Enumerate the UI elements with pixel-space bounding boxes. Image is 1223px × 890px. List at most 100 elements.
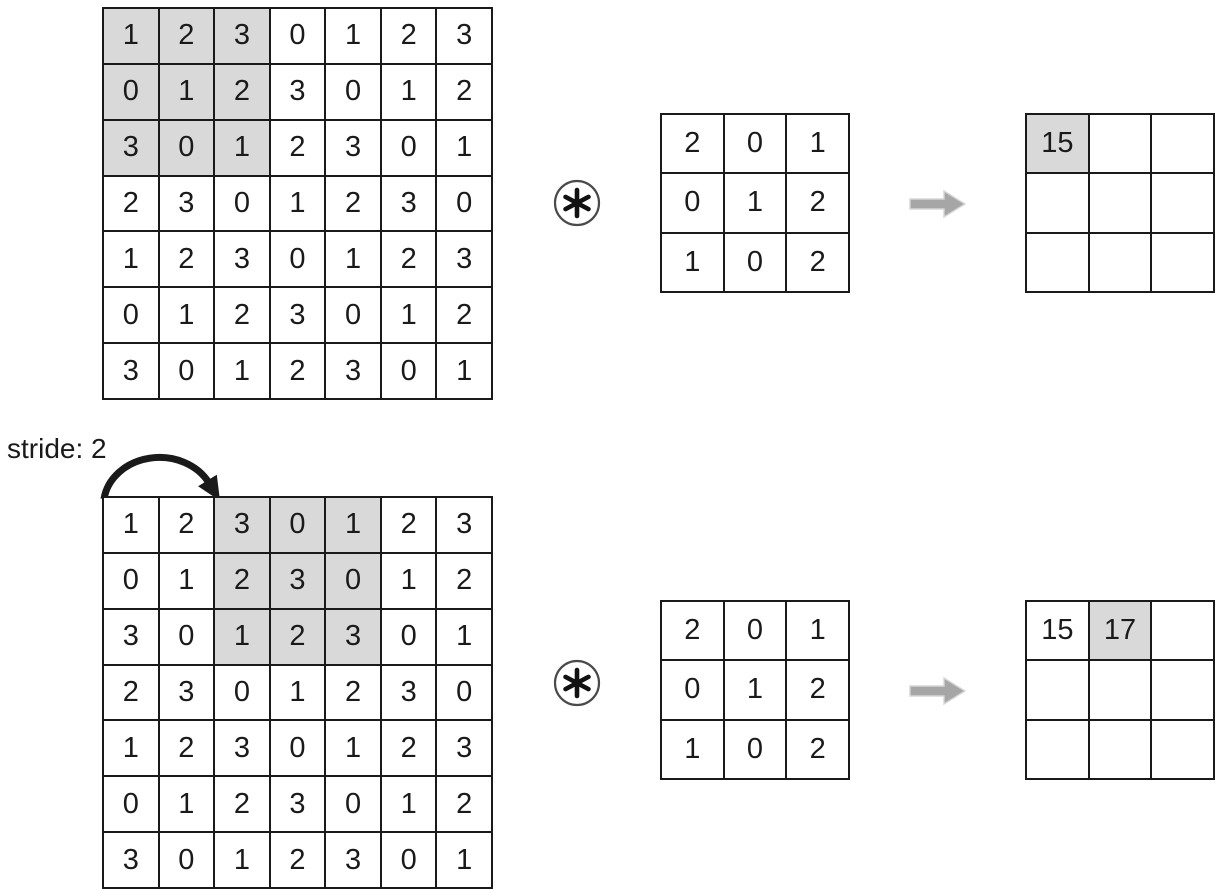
grid-cell: 1 [662, 233, 723, 291]
grid-cell: 0 [270, 721, 325, 776]
grid-cell: 0 [159, 609, 214, 664]
grid-cell: 0 [381, 120, 436, 175]
grid-cell: 3 [270, 64, 325, 119]
grid-cell: 3 [437, 232, 491, 287]
grid-cell [1152, 602, 1213, 660]
grid-cell: 1 [326, 9, 380, 63]
grid-cell: 2 [215, 777, 269, 832]
grid-cell: 1 [104, 721, 158, 776]
grid-cell: 2 [159, 498, 214, 552]
grid-cell: 2 [381, 232, 436, 287]
grid-cell: 0 [326, 553, 380, 608]
grid-cell: 1 [437, 833, 491, 887]
grid-cell: 2 [787, 233, 848, 291]
grid-cell: 1 [326, 498, 380, 552]
grid-cell: 0 [270, 498, 325, 552]
grid-cell: 1 [104, 9, 158, 63]
grid-cell: 2 [104, 665, 158, 720]
grid-cell: 2 [662, 115, 723, 173]
grid-cell: 2 [381, 9, 436, 63]
grid-cell: 1 [215, 120, 269, 175]
grid-cell: 1 [270, 176, 325, 231]
result-arrow-icon [909, 189, 967, 219]
grid-cell [1152, 661, 1213, 719]
grid-cell: 3 [215, 232, 269, 287]
grid-cell: 3 [326, 120, 380, 175]
grid-cell: 0 [381, 833, 436, 887]
grid-cell: 0 [381, 609, 436, 664]
grid-cell: 1 [104, 232, 158, 287]
grid-cell: 1 [326, 721, 380, 776]
grid-cell: 2 [787, 720, 848, 778]
grid-cell: 0 [724, 115, 786, 173]
grid-cell: 0 [326, 288, 380, 343]
grid-cell: 2 [381, 498, 436, 552]
convolution-operator-icon [553, 659, 601, 707]
grid-cell: 3 [381, 665, 436, 720]
grid-cell: 3 [104, 833, 158, 887]
grid-cell [1027, 174, 1088, 232]
grid-cell: 3 [104, 609, 158, 664]
grid-cell: 1 [326, 232, 380, 287]
grid-cell: 3 [159, 665, 214, 720]
grid-cell: 1 [724, 661, 786, 719]
grid-cell: 2 [159, 232, 214, 287]
grid-cell: 2 [662, 602, 723, 660]
grid-cell [1027, 661, 1088, 719]
grid-cell: 3 [326, 833, 380, 887]
grid-cell: 2 [326, 176, 380, 231]
grid-cell: 1 [381, 777, 436, 832]
grid-cell: 0 [104, 288, 158, 343]
grid-cell: 0 [326, 777, 380, 832]
grid-cell [1089, 661, 1151, 719]
grid-cell: 1 [215, 344, 269, 398]
grid-cell: 2 [437, 64, 491, 119]
grid-cell: 0 [724, 602, 786, 660]
grid-cell: 3 [437, 498, 491, 552]
stride-label: stride: 2 [7, 433, 107, 464]
grid-cell: 3 [437, 9, 491, 63]
grid-cell: 0 [159, 120, 214, 175]
grid-cell [1027, 233, 1088, 291]
grid-cell: 3 [381, 176, 436, 231]
grid-cell: 1 [724, 174, 786, 232]
grid-cell: 2 [270, 120, 325, 175]
grid-cell: 2 [215, 288, 269, 343]
grid-cell: 2 [787, 174, 848, 232]
grid-cell: 1 [159, 288, 214, 343]
grid-cell: 2 [270, 833, 325, 887]
grid-cell: 0 [159, 833, 214, 887]
grid-cell [1152, 233, 1213, 291]
grid-cell: 3 [270, 777, 325, 832]
grid-cell: 1 [787, 602, 848, 660]
asterisk-icon [563, 667, 591, 699]
grid-cell: 0 [104, 777, 158, 832]
grid-cell: 2 [437, 288, 491, 343]
grid-cell: 1 [787, 115, 848, 173]
grid-cell: 0 [437, 176, 491, 231]
grid-cell: 3 [270, 288, 325, 343]
grid-cell: 3 [215, 498, 269, 552]
grid-cell: 1 [662, 720, 723, 778]
grid-cell: 0 [724, 233, 786, 291]
grid-cell: 0 [437, 665, 491, 720]
grid-cell [1089, 233, 1151, 291]
grid-cell: 3 [104, 344, 158, 398]
grid-cell [1089, 720, 1151, 778]
grid-cell: 3 [215, 9, 269, 63]
grid-cell: 3 [326, 609, 380, 664]
grid-cell: 3 [270, 553, 325, 608]
grid-cell: 1 [159, 64, 214, 119]
grid-cell: 0 [104, 64, 158, 119]
grid-cell: 1 [104, 498, 158, 552]
grid-cell: 1 [381, 553, 436, 608]
grid-cell: 1 [215, 609, 269, 664]
grid-cell: 0 [159, 344, 214, 398]
grid-cell: 2 [437, 777, 491, 832]
grid-cell: 3 [215, 721, 269, 776]
grid-cell: 15 [1027, 602, 1088, 660]
grid-cell [1089, 174, 1151, 232]
